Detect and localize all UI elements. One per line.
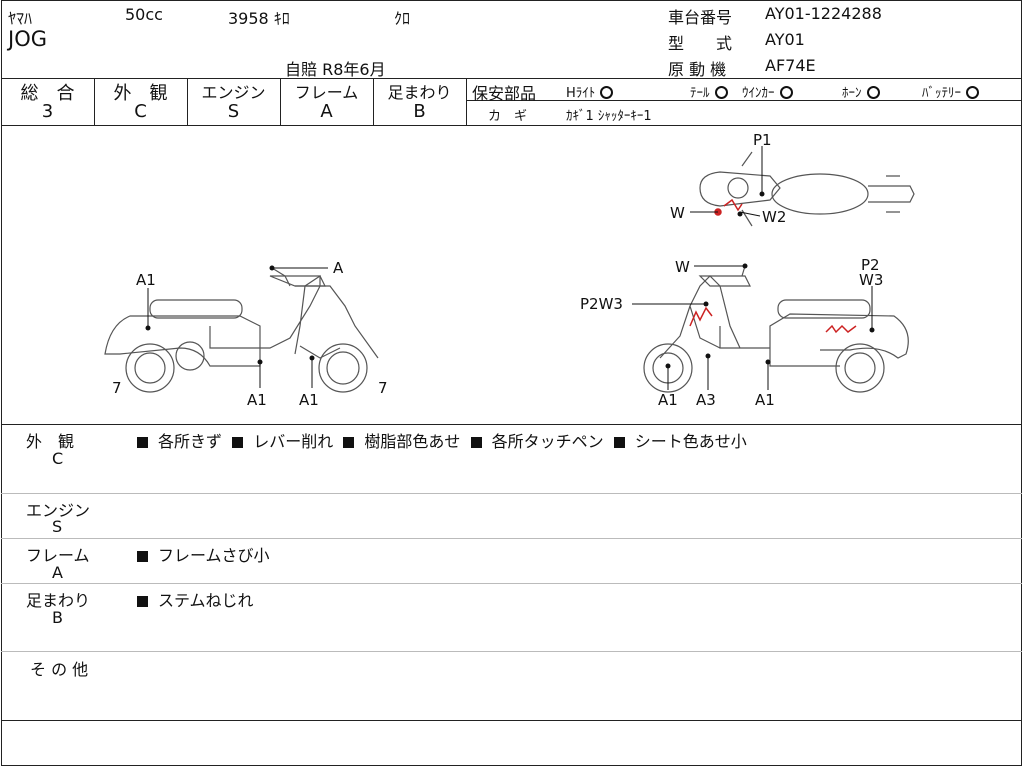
engine-comment-grade: S: [52, 517, 63, 536]
ok-circle-icon: [779, 86, 793, 99]
comment-item: 各所きず: [158, 432, 223, 451]
engine-grade: S: [227, 101, 240, 122]
ok-circle-icon: [966, 86, 979, 99]
label-left-7-rear: 7: [378, 379, 388, 397]
type-label: 型 式: [668, 34, 733, 53]
grade-divider: [373, 78, 374, 125]
key-value: ｶｷﾞ1 ｼｬｯﾀｰｷｰ1: [566, 109, 652, 124]
suspension-comment-label: 足まわり: [26, 591, 91, 610]
engine-grade-label: エンジン: [201, 83, 266, 102]
type-value: AY01: [765, 30, 805, 49]
overall-grade: 3: [41, 101, 54, 122]
comment-item: ステムねじれ: [158, 591, 254, 610]
engine-comment-label: エンジン: [26, 501, 91, 520]
frame-no-label: 車台番号: [668, 8, 733, 27]
suspension-comment-items: ステムねじれ: [137, 587, 254, 611]
rear-wheel-left: [318, 343, 368, 393]
label-right-a1-2: A1: [755, 391, 775, 409]
ok-circle-icon: [600, 86, 614, 99]
comment-item: 樹脂部色あせ: [364, 432, 461, 451]
comment-item: シート色あせ小: [634, 432, 747, 451]
suspension-grade: B: [413, 101, 426, 122]
bullet-icon: [343, 437, 355, 448]
label-left-a1-top: A1: [136, 271, 156, 289]
bullet-icon: [137, 551, 148, 562]
comment-divider: [1, 538, 1022, 539]
bullet-icon: [470, 437, 482, 448]
label-right-w3: W3: [859, 271, 883, 289]
front-wheel-left: [125, 343, 175, 393]
mileage: 3958 ｷﾛ: [228, 9, 290, 28]
scooter-top-view: [699, 151, 915, 227]
key-label: カ ギ: [488, 109, 528, 124]
grade-divider: [466, 78, 467, 125]
exterior-comment-grade: C: [52, 449, 64, 468]
comment-divider: [1, 583, 1022, 584]
frame-comment-items: フレームさび小: [137, 542, 270, 566]
label-left-a1-bottom-2: A1: [299, 391, 319, 409]
ok-circle-icon: [866, 86, 880, 99]
safety-divider: [467, 100, 1022, 101]
comment-divider: [1, 720, 1022, 721]
label-right-a3: A3: [696, 391, 716, 409]
suspension-comment-grade: B: [52, 608, 63, 627]
rear-wheel-right: [835, 343, 885, 393]
frame-grade-label: フレーム: [294, 83, 359, 102]
diagram-bottom-line: [1, 424, 1022, 425]
label-right-a1-1: A1: [658, 391, 678, 409]
exterior-comment-label: 外 観: [26, 432, 75, 451]
grade-table-bottom: [1, 125, 1022, 126]
comment-divider: [1, 493, 1022, 494]
label-top-w: W: [670, 204, 685, 222]
scooter-left-side: [104, 267, 379, 393]
model-name: JOG: [8, 27, 47, 51]
ok-circle-icon: [714, 86, 728, 99]
grade-divider: [187, 78, 188, 125]
bullet-icon: [613, 437, 625, 448]
frame-grade: A: [320, 101, 333, 122]
other-comment-label: そ の 他: [30, 660, 89, 679]
label-right-p2: P2: [861, 256, 880, 274]
overall-label: 総 合: [20, 83, 75, 104]
maker: ﾔﾏﾊ: [8, 9, 33, 28]
engine-value: AF74E: [765, 56, 816, 75]
frame-comment-grade: A: [52, 563, 63, 582]
frame-comment-label: フレーム: [26, 546, 90, 565]
grade-divider: [280, 78, 281, 125]
safety-taillight: ﾃｰﾙ: [690, 82, 728, 101]
exterior-grade: C: [134, 101, 147, 122]
engine-label: 原 動 機: [668, 60, 727, 79]
safety-winker: ｳｲﾝｶｰ: [742, 82, 793, 101]
color: ｸﾛ: [394, 9, 411, 28]
safety-headlight: Hﾗｲﾄ: [566, 82, 614, 101]
suspension-grade-label: 足まわり: [387, 83, 452, 102]
safety-horn: ﾎｰﾝ: [842, 82, 880, 101]
label-top-w2: W2: [762, 208, 786, 226]
insurance: 自賠 R8年6月: [285, 60, 386, 79]
exterior-comment-items: 各所きず レバー削れ 樹脂部色あせ 各所タッチペン シート色あせ小: [137, 428, 747, 452]
displacement: 50cc: [125, 5, 163, 24]
safety-label: 保安部品: [472, 84, 537, 103]
frame-no: AY01-1224288: [765, 4, 882, 23]
bullet-icon: [232, 437, 244, 448]
comment-divider: [1, 651, 1022, 652]
label-right-w: W: [675, 258, 690, 276]
label-right-p2w3: P2W3: [580, 295, 623, 313]
bullet-icon: [137, 437, 148, 448]
comment-item: レバー削れ: [253, 432, 334, 451]
front-wheel-right: [643, 343, 693, 393]
label-top-p1: P1: [753, 131, 772, 149]
comment-item: フレームさび小: [158, 546, 270, 565]
comment-item: 各所タッチペン: [491, 432, 604, 451]
damage-diagram: A1 A 7 7 A1 A1 P1 W W2 W P2 W3 P2W3 A1 A…: [104, 131, 915, 409]
safety-battery: ﾊﾞｯﾃﾘｰ: [922, 82, 979, 101]
grade-table-top: [1, 78, 1022, 79]
grade-divider: [94, 78, 95, 125]
label-left-a-handle: A: [333, 259, 344, 277]
label-left-a1-bottom-1: A1: [247, 391, 267, 409]
label-left-7-front: 7: [112, 379, 122, 397]
bullet-icon: [137, 596, 148, 607]
exterior-label: 外 観: [113, 83, 168, 104]
